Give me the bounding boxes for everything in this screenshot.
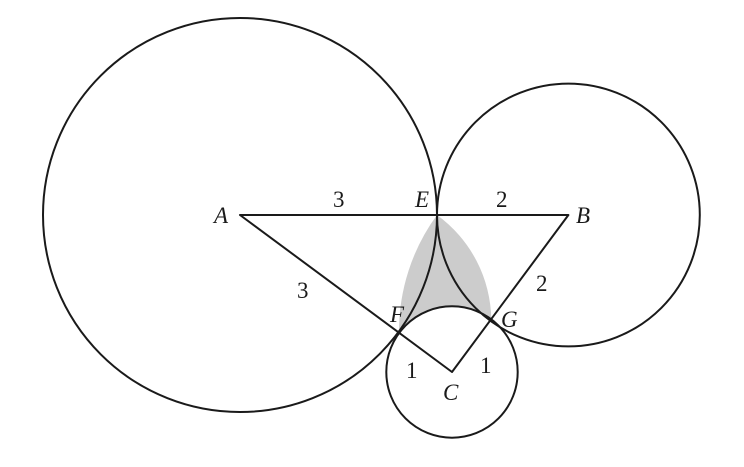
- shaded-region: [398, 215, 492, 333]
- label-point-f: F: [389, 302, 405, 327]
- label-length-ae: 3: [333, 187, 345, 212]
- label-point-c: C: [443, 380, 459, 405]
- label-length-fc: 1: [406, 358, 418, 383]
- label-point-e: E: [414, 187, 429, 212]
- label-point-b: B: [576, 203, 590, 228]
- label-point-a: A: [212, 203, 229, 228]
- label-length-gc: 1: [480, 353, 492, 378]
- label-length-af: 3: [297, 278, 309, 303]
- triangle-abc: [239, 214, 570, 373]
- label-length-bg: 2: [536, 271, 548, 296]
- circle-c: [385, 305, 519, 439]
- label-point-g: G: [501, 307, 518, 332]
- label-length-eb: 2: [496, 187, 508, 212]
